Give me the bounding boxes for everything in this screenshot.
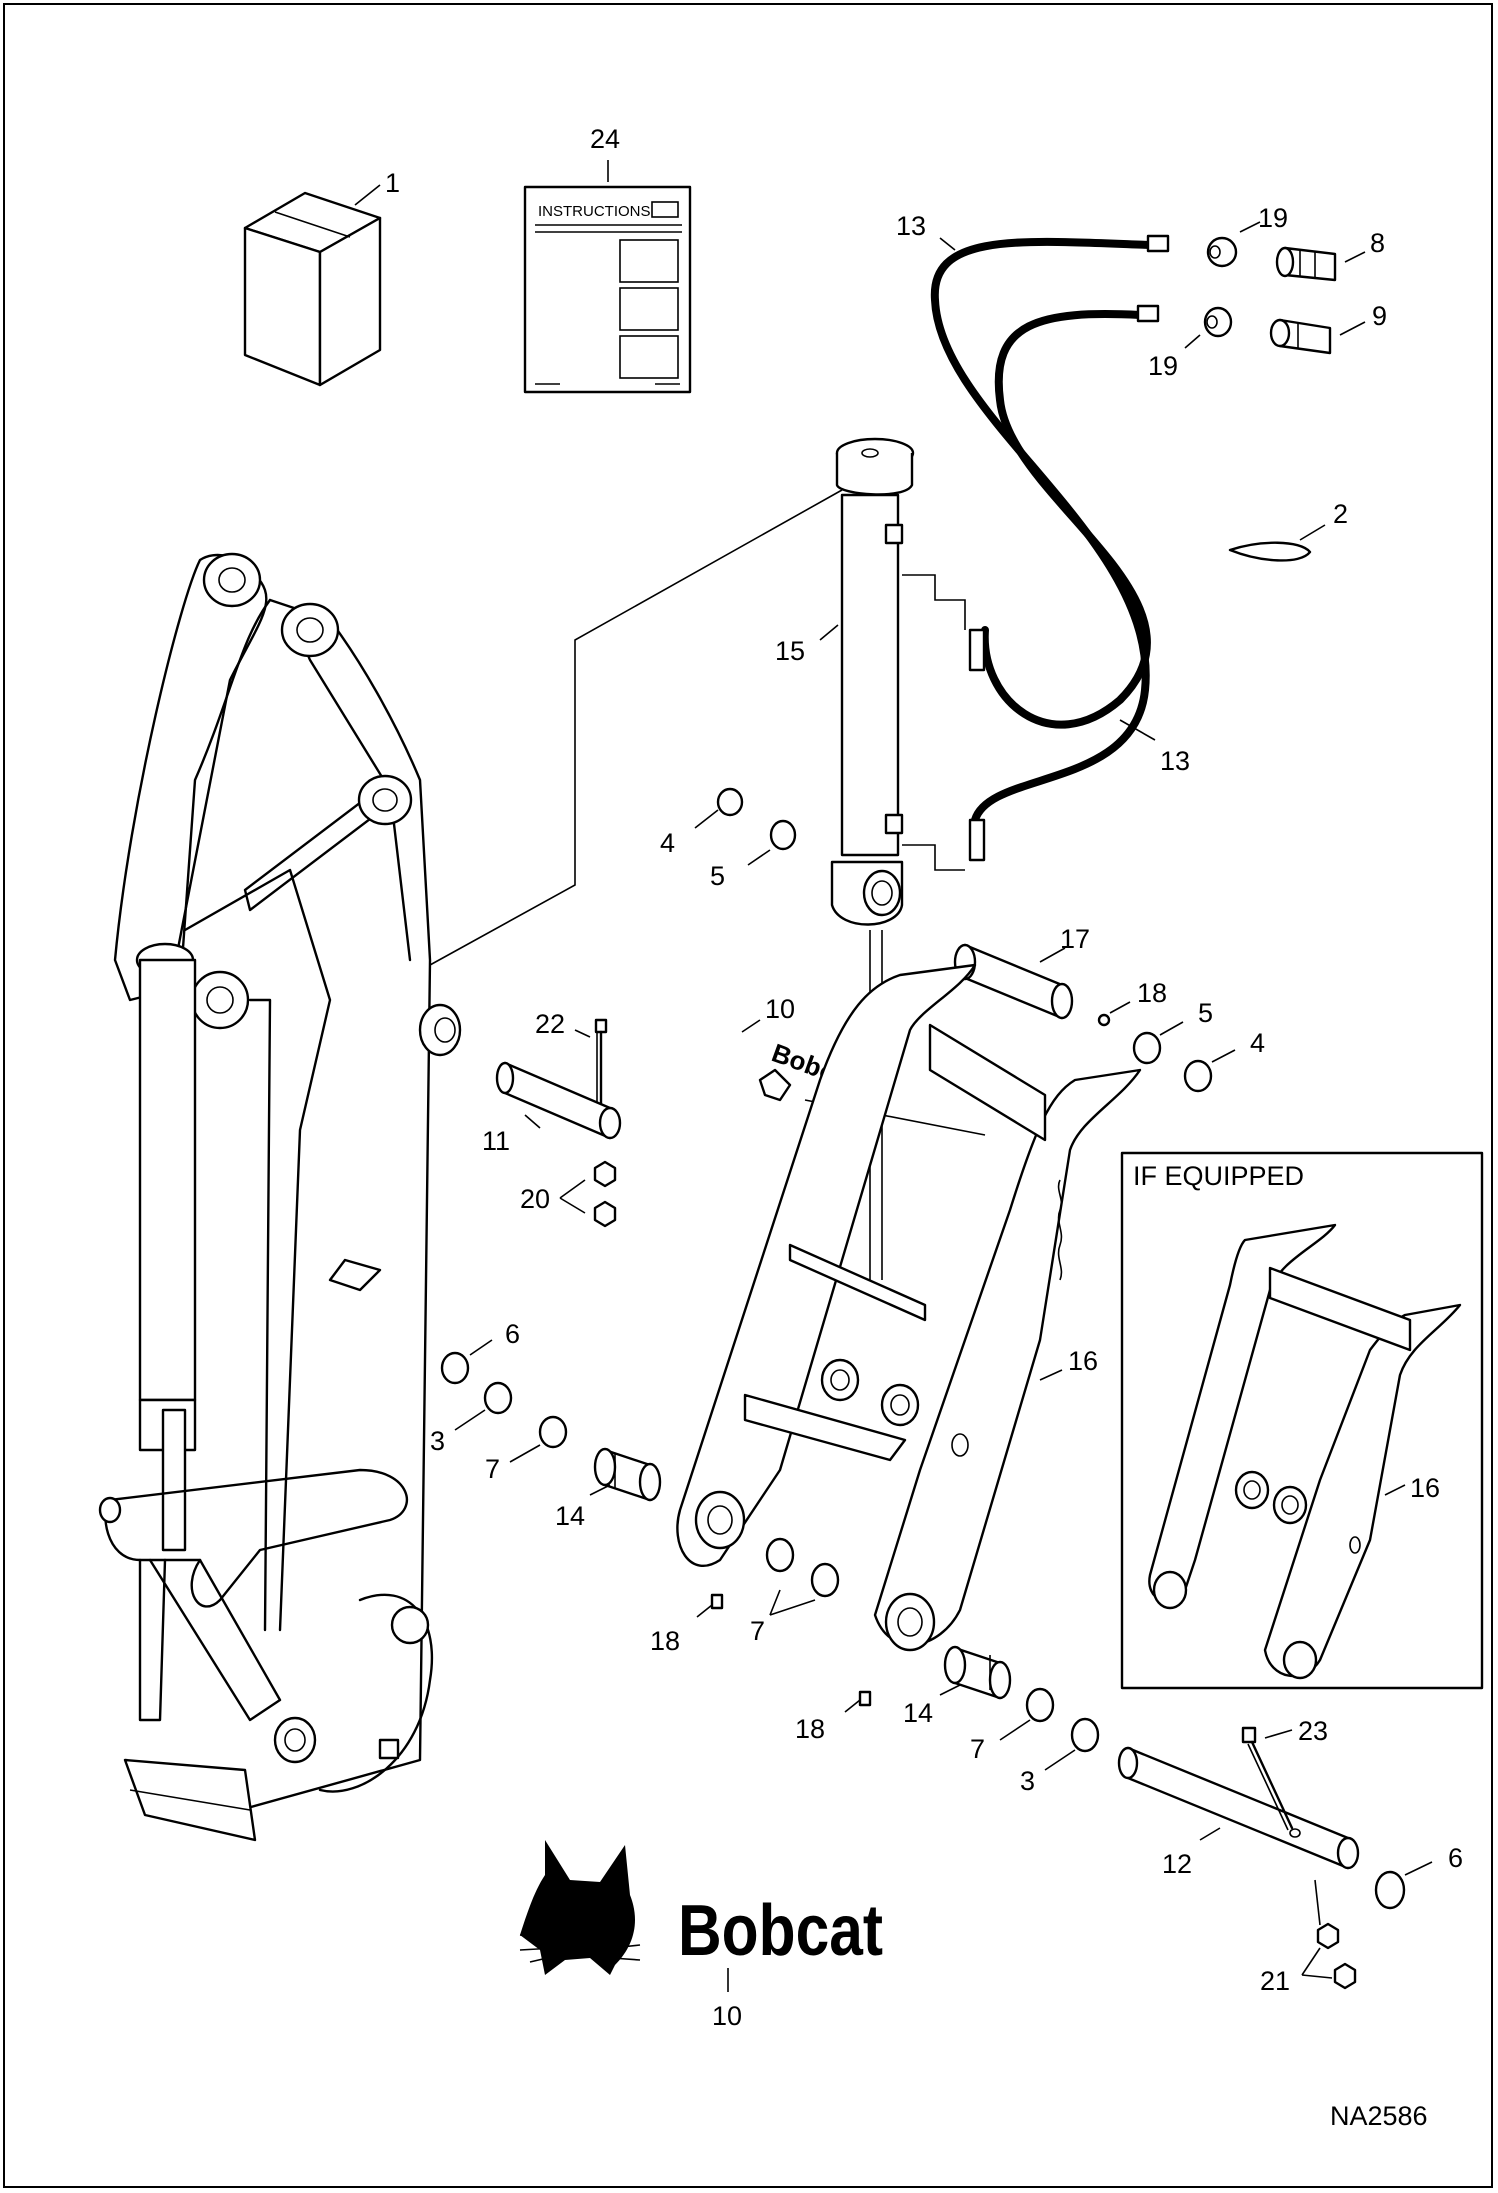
part-10-decal-large: Bobcat <box>519 1840 883 1975</box>
callout-19b: 19 <box>1148 351 1178 381</box>
brand-text-large: Bobcat <box>678 1891 883 1971</box>
part-19-fitting-upper <box>1206 236 1238 268</box>
callout-13b: 13 <box>1160 746 1190 776</box>
part-20-nut-lower <box>593 1200 617 1228</box>
callout-19a: 19 <box>1258 203 1288 233</box>
part-5-shim-upper <box>769 819 797 851</box>
callout-20: 20 <box>520 1184 550 1214</box>
callout-10a: 10 <box>765 994 795 1024</box>
callout-17: 17 <box>1060 924 1090 954</box>
callout-23: 23 <box>1298 1716 1328 1746</box>
part-18-grease-zerk-left <box>710 1593 724 1610</box>
callout-14b: 14 <box>903 1698 933 1728</box>
callout-7c: 7 <box>970 1734 985 1764</box>
part-7-seal-mid-b <box>810 1562 840 1598</box>
part-1-box <box>243 191 382 387</box>
callout-14a: 14 <box>555 1501 585 1531</box>
callout-1: 1 <box>385 168 400 198</box>
part-3-shim-right <box>1070 1717 1100 1753</box>
main-boom <box>98 552 462 1842</box>
inset-title: IF EQUIPPED <box>1133 1161 1304 1191</box>
part-22-bolt <box>594 1018 608 1112</box>
callout-4a: 4 <box>660 828 675 858</box>
callout-21: 21 <box>1260 1966 1290 1996</box>
part-7-seal-right <box>1025 1687 1055 1723</box>
part-24-instructions: INSTRUCTIONS <box>523 185 692 394</box>
part-15-cylinder <box>830 437 915 1280</box>
part-18-grease-zerk-right <box>858 1690 872 1707</box>
inset-if-equipped: IF EQUIPPED <box>1120 1151 1484 1690</box>
callout-22: 22 <box>535 1009 565 1039</box>
part-4-snap-ring-upper <box>716 787 744 817</box>
callout-5b: 5 <box>1198 998 1213 1028</box>
callout-4b: 4 <box>1250 1028 1265 1058</box>
callout-5a: 5 <box>710 861 725 891</box>
callout-3b: 3 <box>1020 1766 1035 1796</box>
callout-7b: 7 <box>750 1616 765 1646</box>
callout-8: 8 <box>1370 228 1385 258</box>
part-21-nut-lower <box>1333 1962 1357 1990</box>
part-14-bushing-right <box>943 1645 1012 1700</box>
part-7-seal-mid-a <box>765 1537 795 1573</box>
part-6-snap-ring-right <box>1374 1870 1406 1910</box>
callout-13a: 13 <box>896 211 926 241</box>
part-5-shim-lower <box>1132 1031 1162 1065</box>
drawing-id: NA2586 <box>1330 2101 1428 2131</box>
part-23-bolt <box>1241 1726 1294 1831</box>
callout-9: 9 <box>1372 301 1387 331</box>
hose-assembly <box>930 234 1337 862</box>
part-16-link <box>676 963 1142 1652</box>
part-2-cable-tie <box>1228 541 1312 562</box>
part-18-grease-zerk-upper <box>1097 1013 1111 1027</box>
diagram-frame <box>3 3 1493 2188</box>
callout-16a: 16 <box>1068 1346 1098 1376</box>
callout-10b: 10 <box>712 2001 742 2031</box>
part-8-coupler <box>1275 246 1337 282</box>
part-9-coupler <box>1269 318 1332 355</box>
callout-18a: 18 <box>1137 978 1167 1008</box>
part-19-fitting-lower <box>1203 306 1233 338</box>
part-14-bushing-left <box>593 1447 662 1502</box>
instructions-label: INSTRUCTIONS <box>538 203 651 220</box>
part-7-seal-left <box>538 1415 568 1449</box>
part-6-snap-ring-left <box>440 1351 470 1385</box>
callout-12: 12 <box>1162 1849 1192 1879</box>
callout-18b: 18 <box>650 1626 680 1656</box>
part-3-shim-left <box>483 1381 513 1415</box>
bobcat-head-icon <box>520 1840 635 1975</box>
part-12-pin <box>1117 1746 1360 1870</box>
callout-7a: 7 <box>485 1454 500 1484</box>
part-4-snap-ring-lower <box>1183 1059 1213 1093</box>
callout-6a: 6 <box>505 1319 520 1349</box>
part-11-pin <box>495 1061 622 1140</box>
callout-2: 2 <box>1333 499 1348 529</box>
part-17-pin <box>953 943 1074 1020</box>
part-21-nut-upper <box>1316 1922 1340 1950</box>
callout-18c: 18 <box>795 1714 825 1744</box>
callout-16b: 16 <box>1410 1473 1440 1503</box>
callout-15: 15 <box>775 636 805 666</box>
callout-3a: 3 <box>430 1426 445 1456</box>
part-20-nut-upper <box>593 1160 617 1188</box>
callout-24: 24 <box>590 124 620 154</box>
callout-6b: 6 <box>1448 1843 1463 1873</box>
callout-11: 11 <box>482 1126 510 1156</box>
